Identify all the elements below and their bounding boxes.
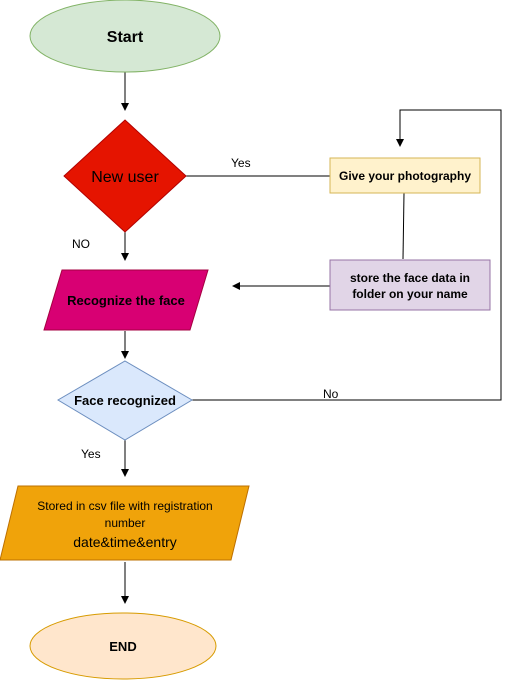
stored-csv-label-line2: number: [105, 516, 146, 530]
new-user-decision[interactable]: New user: [63, 119, 187, 233]
start-label: Start: [107, 29, 144, 46]
end-label: END: [109, 639, 136, 654]
edge-label-face-no: No: [323, 387, 339, 401]
edge-label-face-yes: Yes: [81, 447, 101, 461]
stored-csv-label-line1: Stored in csv file with registration: [37, 499, 212, 513]
store-face-label-line2: folder on your name: [352, 287, 468, 301]
new-user-label: New user: [91, 169, 159, 186]
stored-csv-node[interactable]: Stored in csv file with registration num…: [0, 485, 250, 561]
store-face-label-line1: store the face data in: [350, 271, 470, 285]
edge-label-new-user-yes: Yes: [231, 156, 251, 170]
give-photo-node[interactable]: Give your photography: [329, 157, 481, 194]
connectors: [121, 72, 502, 604]
recognize-face-node[interactable]: Recognize the face: [43, 269, 209, 331]
edge-label-new-user-no: NO: [72, 237, 90, 251]
store-face-node[interactable]: store the face data in folder on your na…: [329, 259, 491, 311]
edge-give-photo-to-store: [402, 192, 405, 260]
edge-face-no-loop: [192, 109, 502, 401]
stored-csv-label-line3: date&time&entry: [73, 534, 177, 550]
start-node[interactable]: Start: [29, 0, 221, 73]
end-node[interactable]: END: [29, 612, 217, 680]
give-photo-label: Give your photography: [339, 169, 471, 183]
face-recognized-decision[interactable]: Face recognized: [57, 360, 193, 441]
recognize-face-label: Recognize the face: [67, 293, 185, 308]
face-recognized-label: Face recognized: [74, 393, 176, 408]
